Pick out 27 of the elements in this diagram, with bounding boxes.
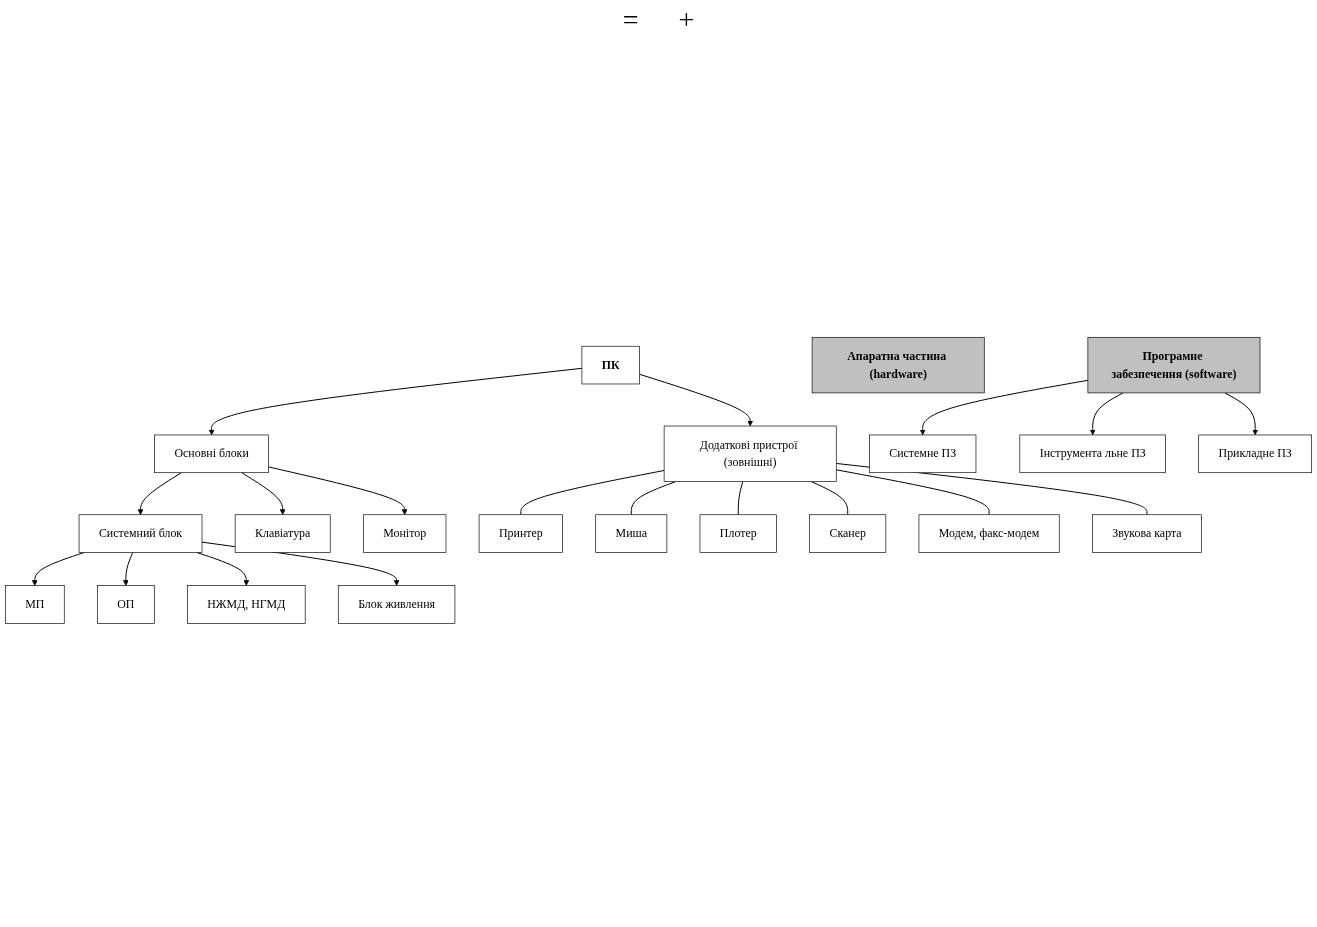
node-box: Прикладне ПЗ (1198, 434, 1312, 473)
node-box: ПК (581, 345, 640, 384)
node-box: Додаткові пристрої (зовнішні) (663, 425, 837, 482)
connector (737, 480, 744, 515)
node-box: ОП (97, 584, 155, 624)
node-box: Сканер (809, 514, 887, 553)
node-box: Миша (595, 514, 668, 553)
node-box: Інструмента льне ПЗ (1019, 434, 1166, 473)
node-box: Плотер (699, 514, 777, 553)
node-box: Модем, факс-модем (918, 514, 1060, 553)
node-box: Блок живлення (337, 584, 456, 624)
connector (835, 469, 990, 515)
operator-sign: + (678, 4, 695, 36)
node-box: Системний блок (78, 514, 203, 553)
node-box: НЖМД, НГМД (187, 584, 306, 624)
node-box: Програмне забезпечення (software) (1087, 336, 1261, 393)
operator-sign: = (622, 4, 639, 36)
node-box: Апаратна частина (hardware) (811, 336, 985, 393)
node-box: Монітор (363, 514, 447, 553)
node-box: МП (4, 584, 65, 624)
node-box: Основні блоки (154, 434, 269, 473)
node-box: Клавіатура (234, 514, 331, 553)
node-box: Звукова карта (1092, 514, 1202, 553)
node-box: Принтер (478, 514, 563, 553)
connector (520, 469, 665, 515)
node-box: Системне ПЗ (869, 434, 977, 473)
connector (810, 480, 849, 515)
